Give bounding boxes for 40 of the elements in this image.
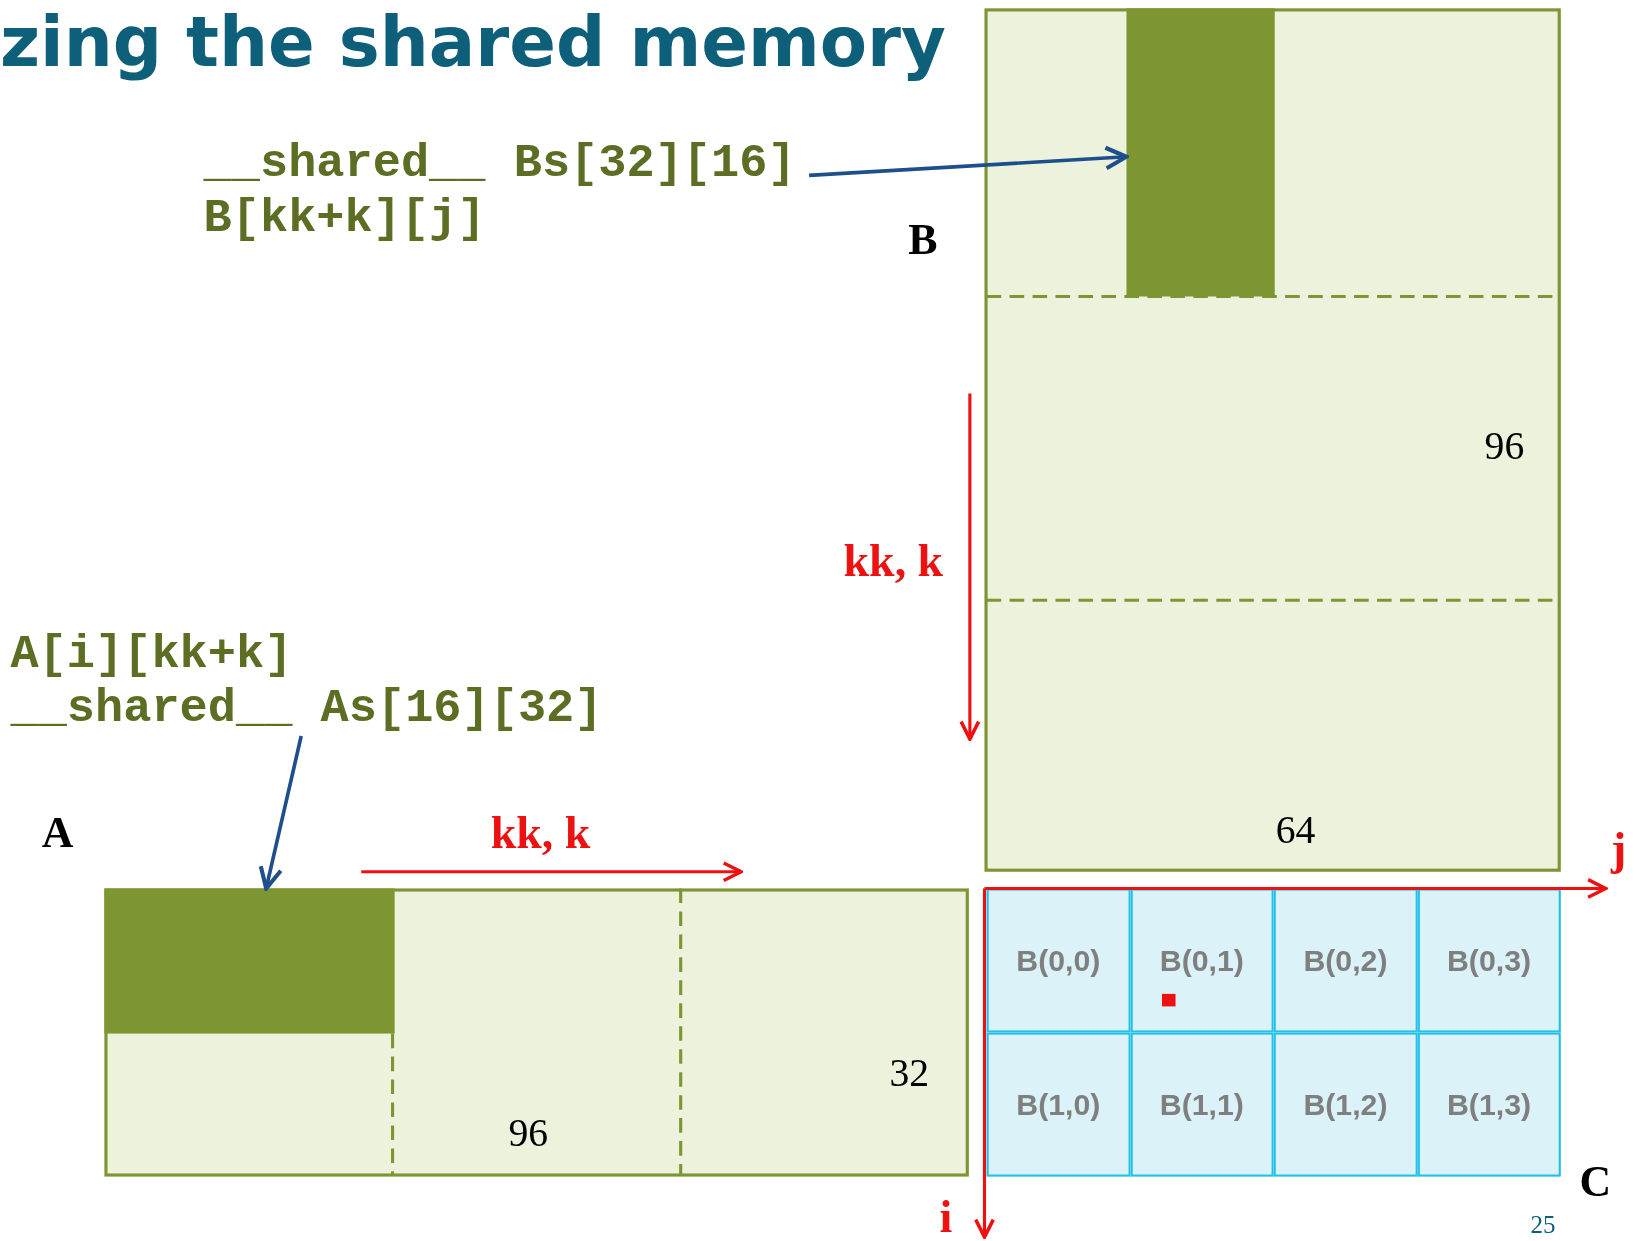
cell-label: B(0,3) xyxy=(1446,943,1532,978)
dimension-label: 64 xyxy=(1275,806,1316,852)
cell-label: B(0,0) xyxy=(1016,943,1101,978)
matrix-name: C xyxy=(1579,1156,1612,1207)
grid-cell xyxy=(1130,1032,1274,1177)
page-number: 25 xyxy=(1530,1211,1556,1240)
tile-block xyxy=(104,888,395,1034)
code-text: B[kk+k][j] xyxy=(203,195,486,243)
arrow xyxy=(809,145,1129,178)
grid-cell xyxy=(1417,1032,1561,1177)
code-text: A[i][kk+k] xyxy=(10,631,293,679)
axis-label: j xyxy=(1610,822,1627,876)
cell-label: B(0,2) xyxy=(1303,943,1388,978)
cell-label: B(1,3) xyxy=(1446,1087,1532,1122)
cell-label: B(1,1) xyxy=(1159,1087,1244,1122)
grid-cell xyxy=(1273,888,1418,1033)
index-label: kk, k xyxy=(490,806,591,860)
matrix-name: A xyxy=(41,807,74,858)
grid-block xyxy=(986,888,1561,1177)
cell-label: B(0,1) xyxy=(1159,943,1244,978)
matrix-block xyxy=(984,8,1561,872)
arrow xyxy=(258,735,303,891)
grid-cell xyxy=(986,888,1131,1033)
matrix-block xyxy=(104,888,969,1177)
axis-label: i xyxy=(939,1190,953,1241)
code-text: __shared__ Bs[32][16] xyxy=(203,140,796,188)
dimension-label: 96 xyxy=(1484,422,1525,469)
index-label: kk, k xyxy=(843,534,944,588)
dimension-label: 96 xyxy=(508,1109,549,1156)
slide-title: zing the shared memory xyxy=(0,2,946,83)
grid-cell xyxy=(1273,1032,1418,1177)
grid-cell xyxy=(1130,888,1274,1033)
matrix-name: B xyxy=(908,214,938,265)
grid-cell xyxy=(986,1032,1131,1177)
cell-label: B(1,2) xyxy=(1303,1087,1388,1122)
dimension-label: 32 xyxy=(889,1049,930,1096)
code-text: __shared__ As[16][32] xyxy=(10,685,603,733)
cell-label: B(1,0) xyxy=(1016,1087,1101,1122)
tile-block xyxy=(1126,8,1275,297)
grid-cell xyxy=(1417,888,1561,1033)
